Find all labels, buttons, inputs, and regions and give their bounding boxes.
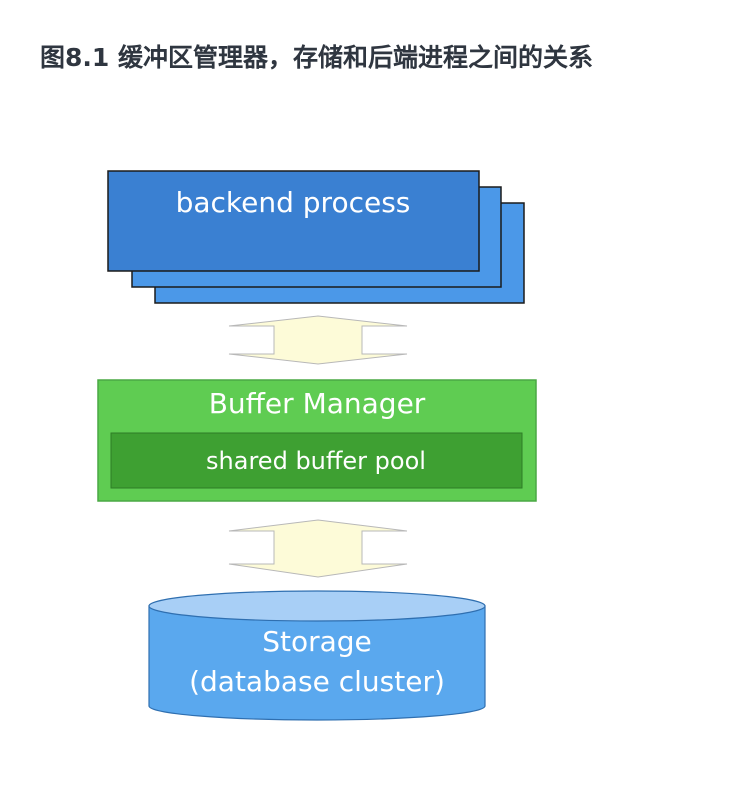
storage-label: Storage [262,625,372,658]
buffer-manager-label: Buffer Manager [209,387,426,420]
storage-sublabel: (database cluster) [189,665,445,698]
double-arrow-upper [228,315,408,365]
figure-caption: 图8.1 缓冲区管理器，存储和后端进程之间的关系 [40,43,593,72]
double-arrow-lower [228,519,408,578]
storage-cylinder-body [148,605,486,721]
shared-buffer-pool-box [110,432,523,489]
backend-process-card [107,170,480,272]
shared-buffer-pool-label: shared buffer pool [206,447,426,475]
backend-process-label: backend process [176,186,411,219]
storage-cylinder-top [148,590,486,622]
